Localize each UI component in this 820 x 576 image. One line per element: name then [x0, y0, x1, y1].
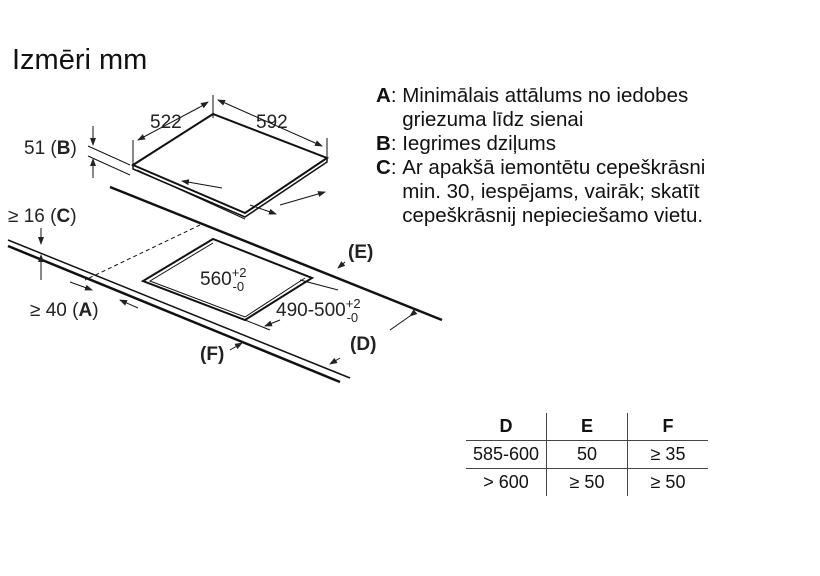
label-f: (F)	[200, 344, 224, 365]
legend-line: min. 30, iespējams, vairāk; skatīt	[402, 180, 700, 203]
wall-distance-guide	[84, 224, 201, 281]
cell: > 600	[483, 472, 529, 492]
clearance-table: D E F 585-600 50 ≥ 35 > 600 ≥ 50 ≥ 50	[466, 413, 708, 496]
cell: ≥ 35	[627, 440, 708, 469]
cell: 585-600	[466, 440, 547, 469]
cell: ≥ 50	[546, 468, 628, 496]
thickness-label: ≥ 16 (C)	[8, 206, 77, 227]
legend-line: griezuma līdz sienai	[402, 108, 584, 131]
header-d: D	[466, 413, 547, 441]
legend-sep: :	[390, 84, 403, 107]
legend-key: C	[376, 156, 391, 179]
label-e: (E)	[348, 242, 373, 263]
width-label: 522	[150, 112, 182, 133]
cell: ≥ 50	[650, 472, 686, 492]
legend-line: Ar apakšā iemontētu cepeškrāsni	[402, 156, 706, 179]
depth-label: 51 (B)	[24, 138, 77, 159]
countertop-front-edge	[7, 239, 351, 379]
legend-key: B	[376, 132, 391, 155]
label-d: (D)	[350, 334, 376, 355]
cell: 50	[546, 440, 628, 469]
countertop-back-edge	[109, 185, 443, 322]
wall-distance-label: ≥ 40 (A)	[30, 300, 99, 321]
legend-item-b: B: Iegrimes dziļums	[376, 132, 705, 156]
legend-sep: :	[390, 132, 403, 155]
legend-line: Minimālais attālums no iedobes	[402, 84, 689, 107]
table-row: 585-600 50 ≥ 35	[466, 440, 708, 469]
header-f: F	[627, 413, 708, 441]
header-e: E	[546, 413, 628, 441]
legend-line: cepeškrāsnij nepieciešamo vietu.	[402, 204, 704, 227]
legend-key: A	[376, 84, 391, 107]
countertop-front-edge-lower	[7, 244, 341, 384]
table-header: D E F	[466, 413, 708, 441]
legend-sep: :	[390, 156, 403, 179]
cutout-width-label: 560+2-0	[200, 265, 247, 294]
table-row: > 600 ≥ 50 ≥ 50	[466, 468, 708, 496]
dimension-lines	[38, 95, 418, 365]
legend-line: Iegrimes dziļums	[402, 132, 557, 155]
page-title: Izmēri mm	[12, 44, 148, 76]
cutout-depth-label: 490-500+2-0	[276, 296, 361, 325]
length-label: 592	[256, 112, 288, 133]
